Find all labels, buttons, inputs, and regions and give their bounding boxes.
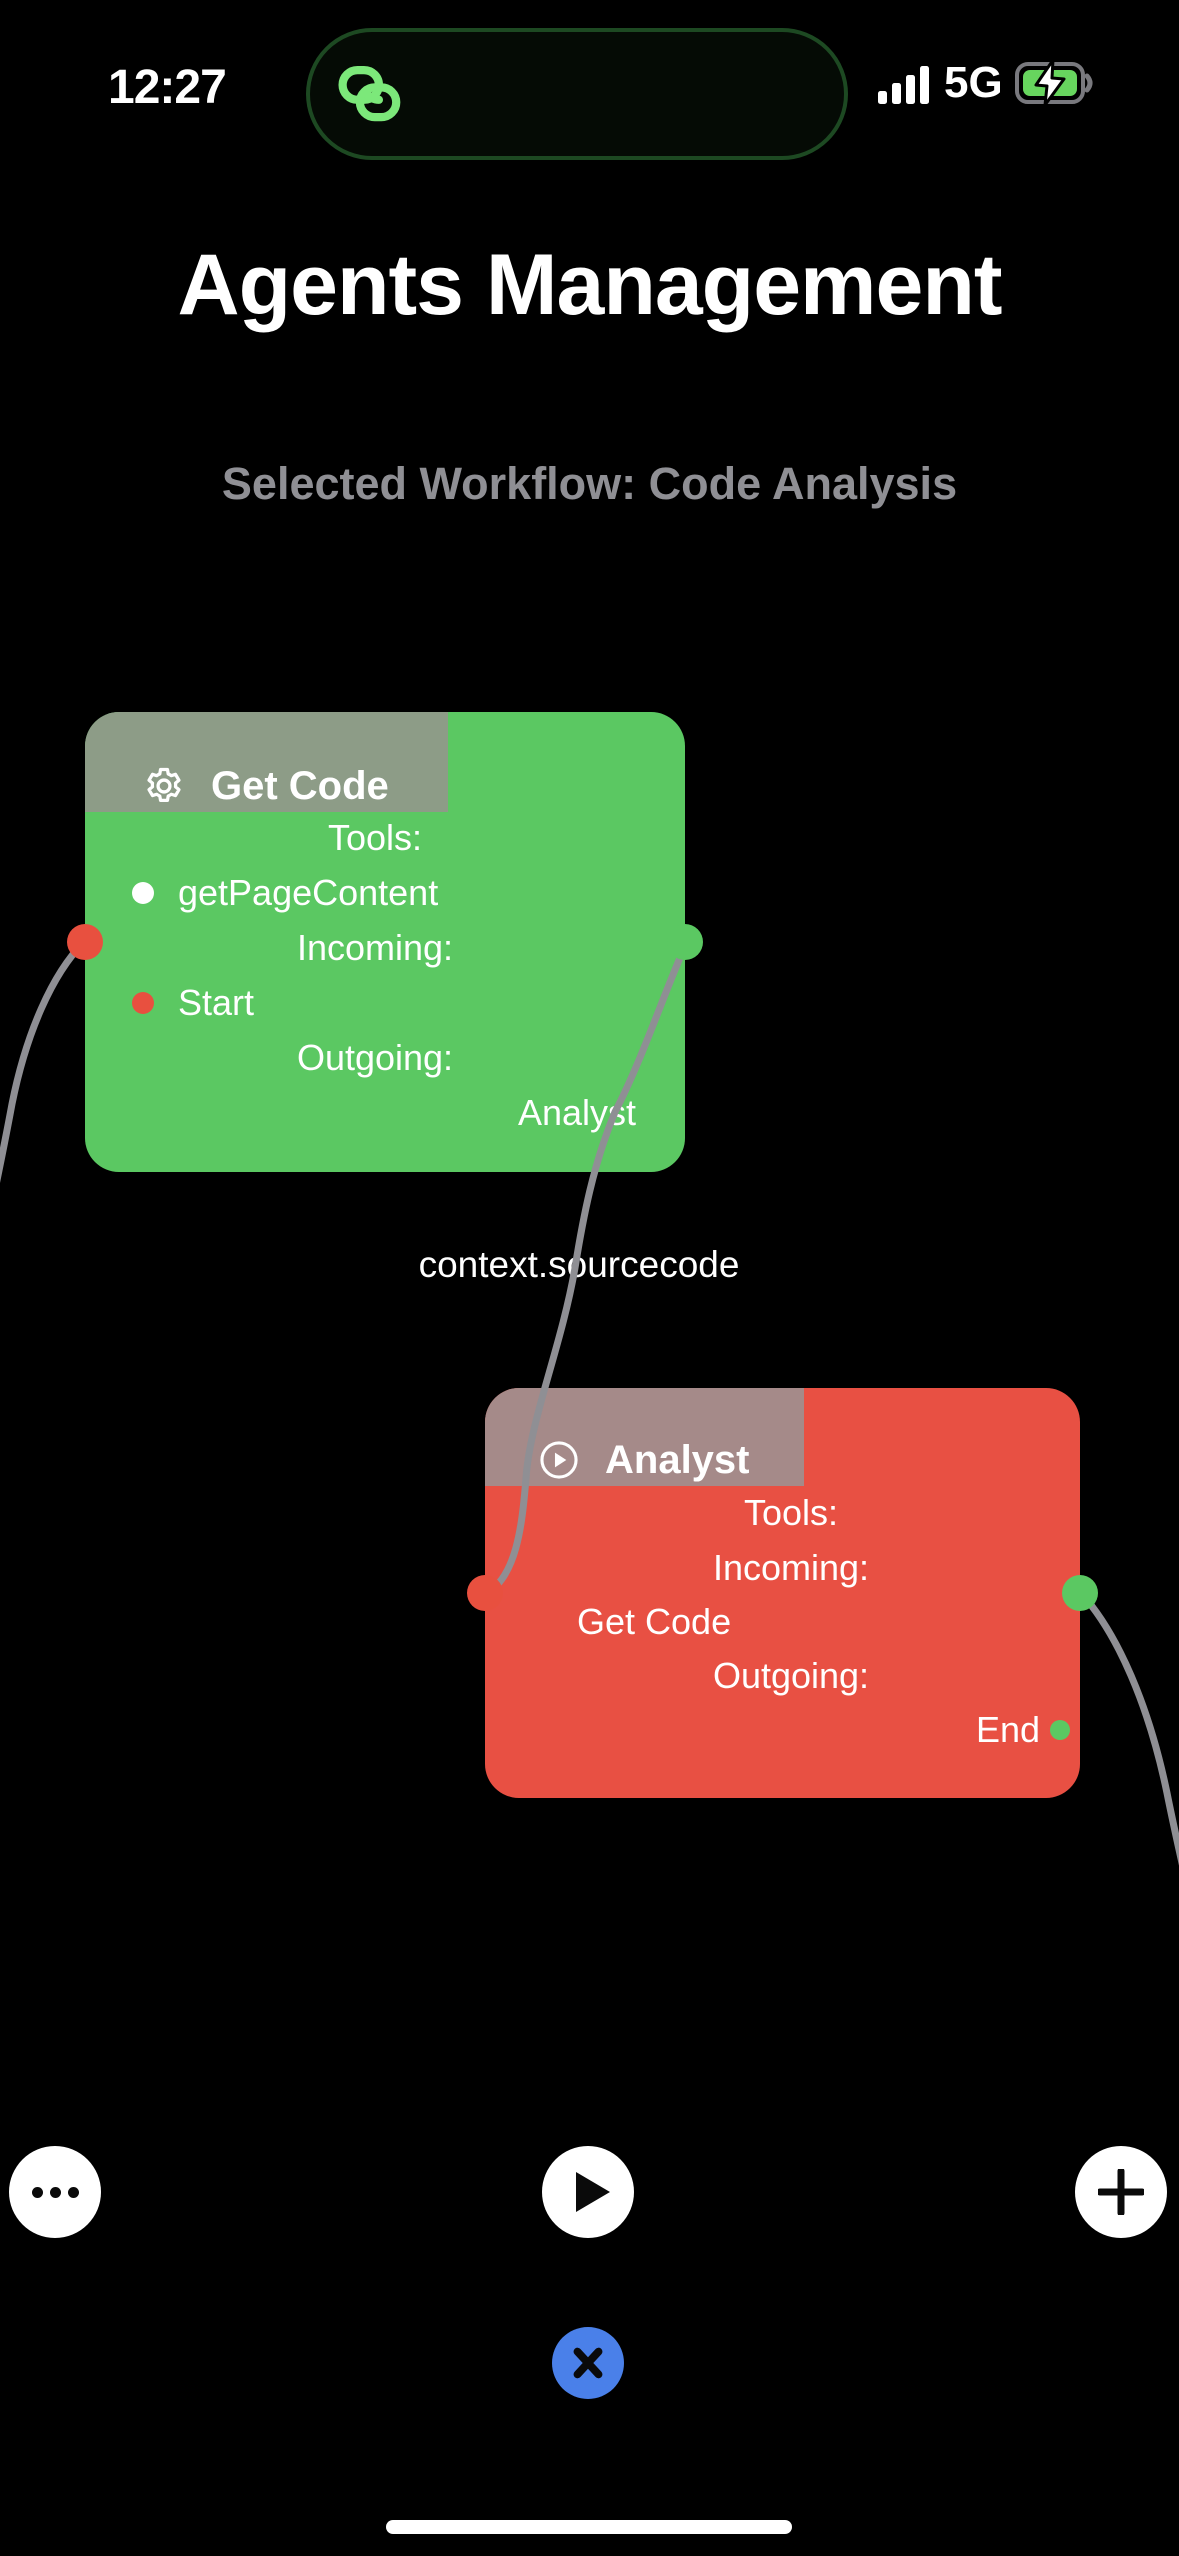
page-title: Agents Management [177,237,1002,333]
status-time: 12:27 [108,61,227,114]
node-get-code-header: Get Code [85,712,448,812]
outgoing-label: Outgoing: [712,1655,870,1696]
workflow-subtitle: Selected Workflow: Code Analysis [221,458,958,509]
incoming-bullet [132,992,154,1014]
get-code-output-port[interactable] [667,924,703,960]
analyst-input-port[interactable] [467,1575,503,1611]
outgoing-item: Analyst [517,1092,636,1133]
outgoing-label: Outgoing: [296,1037,454,1078]
node-analyst[interactable]: Analyst Tools: Incoming: Get Code Outgoi… [485,1388,1080,1798]
incoming-item: Start [178,982,255,1023]
connection-label: context.sourcecode [418,1244,740,1285]
run-button[interactable] [542,2146,634,2238]
signal-icon [878,66,929,104]
ellipsis-icon [31,2186,79,2198]
node-get-code[interactable]: Get Code Tools: getPageContent Incoming:… [85,712,685,1172]
incoming-item: Get Code [577,1601,732,1642]
x-icon [573,2347,603,2379]
play-circle-icon [540,1441,578,1479]
node-title: Analyst [605,1437,750,1482]
plus-icon [1098,2169,1144,2215]
tools-label: Tools: [743,1492,839,1533]
node-title: Get Code [211,763,389,808]
close-button[interactable] [552,2327,624,2399]
tool-bullet [132,882,154,904]
link-icon [338,65,401,122]
incoming-label: Incoming: [296,927,454,968]
network-type-label: 5G [944,58,1003,107]
add-button[interactable] [1075,2146,1167,2238]
end-connection-line [1077,1589,1179,1866]
incoming-label: Incoming: [712,1547,870,1588]
tools-label: Tools: [327,817,423,858]
get-code-input-port[interactable] [67,924,103,960]
home-indicator[interactable] [386,2520,792,2534]
more-button[interactable] [9,2146,101,2238]
dynamic-island[interactable] [306,28,848,160]
node-analyst-header: Analyst [485,1388,804,1486]
tool-item: getPageContent [178,872,439,913]
battery-charging-icon [1014,59,1093,107]
gear-icon [147,767,181,803]
play-icon [576,2172,610,2212]
start-connection-line [0,938,88,1184]
outgoing-item: End [975,1709,1040,1750]
analyst-output-port[interactable] [1062,1575,1098,1611]
end-output-port[interactable] [1050,1720,1070,1740]
